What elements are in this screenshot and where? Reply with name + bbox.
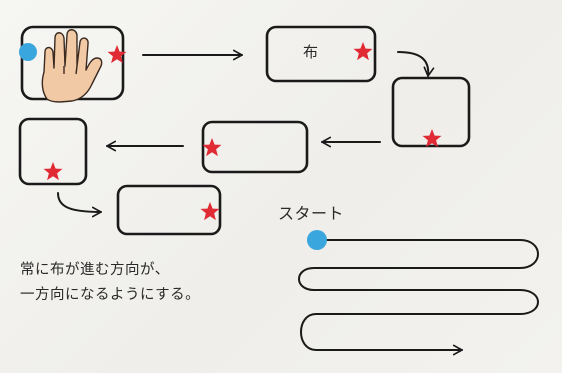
start-label: スタート — [278, 204, 345, 223]
instruction-line-2: 一方向になるようにする。 — [20, 287, 201, 303]
start-dot-icon — [19, 43, 37, 61]
flow-arrow-2 — [397, 51, 435, 77]
serpentine-path — [298, 239, 539, 356]
star-icon — [200, 202, 220, 221]
cloth-box-4 — [201, 120, 309, 174]
cloth-label: 布 — [303, 43, 319, 61]
instruction-line-1: 常に布が進む方向が、 — [20, 262, 170, 278]
star-icon — [422, 129, 442, 148]
star-icon — [202, 138, 222, 157]
hand-icon — [41, 29, 103, 103]
cloth-box-3 — [391, 76, 471, 148]
star-icon — [43, 162, 63, 181]
star-icon — [353, 42, 373, 61]
start-dot-icon — [307, 230, 327, 250]
cloth-box-2 — [265, 25, 377, 83]
flow-arrow-5 — [57, 192, 102, 218]
cloth-box-6 — [116, 184, 222, 236]
cloth-box-5 — [18, 117, 88, 186]
